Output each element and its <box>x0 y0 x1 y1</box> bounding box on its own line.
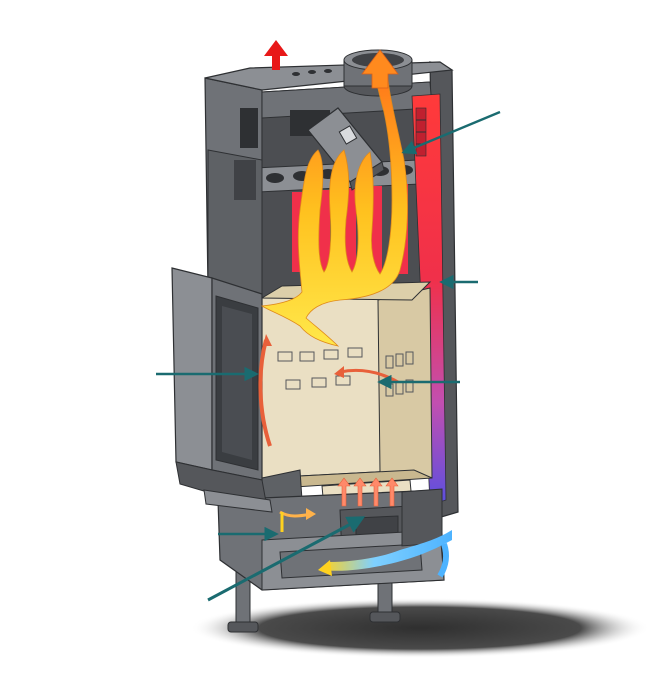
hot-gas-flow <box>260 79 408 347</box>
pointer-lines <box>156 110 501 602</box>
pointer-line-flue <box>401 110 501 155</box>
glass-door <box>171 267 273 513</box>
pointer-line-ash-pan <box>429 543 457 557</box>
top-holes <box>292 69 332 76</box>
secondary-air <box>279 366 399 532</box>
flue-exhaust <box>361 49 399 89</box>
pointer-line-primary-air <box>207 516 366 602</box>
warm-air-out <box>264 40 288 70</box>
grate-rising-arrows <box>337 477 399 507</box>
primary-air-in <box>318 530 452 578</box>
glass-wash-air <box>258 334 272 447</box>
floor-shadow <box>190 598 650 658</box>
